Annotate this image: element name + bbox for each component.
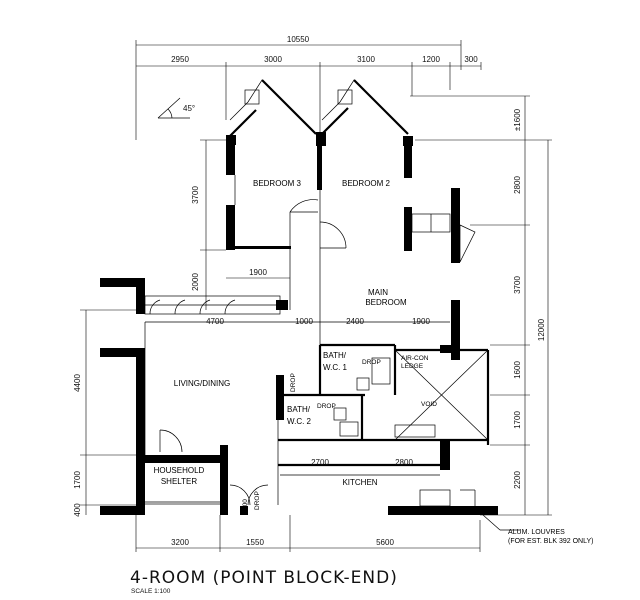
label-bedroom-3: BEDROOM 3 [253,179,302,188]
angle-indicator: 45° [157,97,195,119]
label-shelter-1: HOUSEHOLD [154,466,205,475]
dim-right-6: 2200 [513,471,522,489]
label-void: VOID [421,401,437,408]
dim-right-2: 2800 [513,176,522,194]
louvres-note-1: ALUM. LOUVRES [508,529,565,536]
dim-right-total: 12000 [537,318,546,341]
dim-left-2000: 2000 [191,273,200,291]
drop-label-4: DROP [254,491,261,510]
drop-label-3: DROP [290,373,297,392]
title-block: 4-ROOM (POINT BLOCK-END) SCALE 1:100 [130,568,398,595]
room-labels: BEDROOM 3 BEDROOM 2 MAIN BEDROOM LIVING/… [154,179,438,487]
dim-left-4400: 4400 [73,374,82,392]
dim-left-1700: 1700 [73,471,82,489]
dim-right-1: ±1600 [513,108,522,131]
dim-row-1: 4700 [206,317,224,326]
dim-top-2: 3000 [264,55,282,64]
louvres-note: ALUM. LOUVRES (FOR EST. BLK 392 ONLY) [508,529,593,545]
dim-right-3: 3700 [513,276,522,294]
dim-door-100: 100 [242,499,249,510]
dim-bottom-3: 5600 [376,538,394,547]
label-bedroom-2: BEDROOM 2 [342,179,391,188]
label-bath1-2: W.C. 1 [323,363,348,372]
drop-labels: DROP DROP DROP DROP 100 [242,359,381,510]
label-bath2-2: W.C. 2 [287,417,312,426]
label-kitchen: KITCHEN [342,478,377,487]
dim-top-4: 1200 [422,55,440,64]
middle-row-dimensions: 4700 1000 2400 1900 [206,317,430,326]
label-bath1-1: BATH/ [323,351,347,360]
drop-label-1: DROP [362,359,381,366]
angle-label: 45° [183,104,195,113]
dim-left-400: 400 [73,503,82,517]
label-aircon-1: AIR-CON [401,355,429,362]
label-shelter-2: SHELTER [161,477,198,486]
dim-top-total: 10550 [287,35,310,44]
walls [100,79,498,515]
right-dimensions: ±1600 2800 3700 1600 1700 2200 12000 [410,95,552,516]
dim-right-4: 1600 [513,361,522,379]
louvres-note-2: (FOR EST. BLK 392 ONLY) [508,538,593,545]
top-dimensions: 10550 2950 3000 3100 1200 300 [135,35,482,140]
plan-scale: SCALE 1:100 [131,588,171,595]
bottom-dimensions: 3200 1550 5600 [135,515,481,552]
label-bath2-1: BATH/ [287,405,311,414]
dim-bedroom3-height: 3700 [191,186,200,204]
dim-row-2: 1000 [295,317,313,326]
kitchen-dimensions: 2700 2800 [311,458,413,467]
dim-row-3: 2400 [346,317,364,326]
fixtures [139,79,520,531]
plan-title: 4-ROOM (POINT BLOCK-END) [130,568,398,588]
label-living-dining: LIVING/DINING [174,379,230,388]
dim-top-1: 2950 [171,55,189,64]
dim-top-3: 3100 [357,55,375,64]
dim-bottom-1: 3200 [171,538,189,547]
dim-kitchen-1: 2700 [311,458,329,467]
dim-bedroom3-width: 1900 [249,268,267,277]
dim-kitchen-2: 2800 [395,458,413,467]
label-main-bedroom-1: MAIN [368,288,388,297]
label-aircon-2: LEDGE [401,363,424,370]
dim-row-4: 1900 [412,317,430,326]
drop-label-2: DROP [317,403,336,410]
label-main-bedroom-2: BEDROOM [365,298,407,307]
left-dimensions: 3700 1900 2000 4400 1700 400 [73,139,290,517]
dim-top-5: 300 [464,55,478,64]
dim-bottom-2: 1550 [246,538,264,547]
dim-right-5: 1700 [513,411,522,429]
